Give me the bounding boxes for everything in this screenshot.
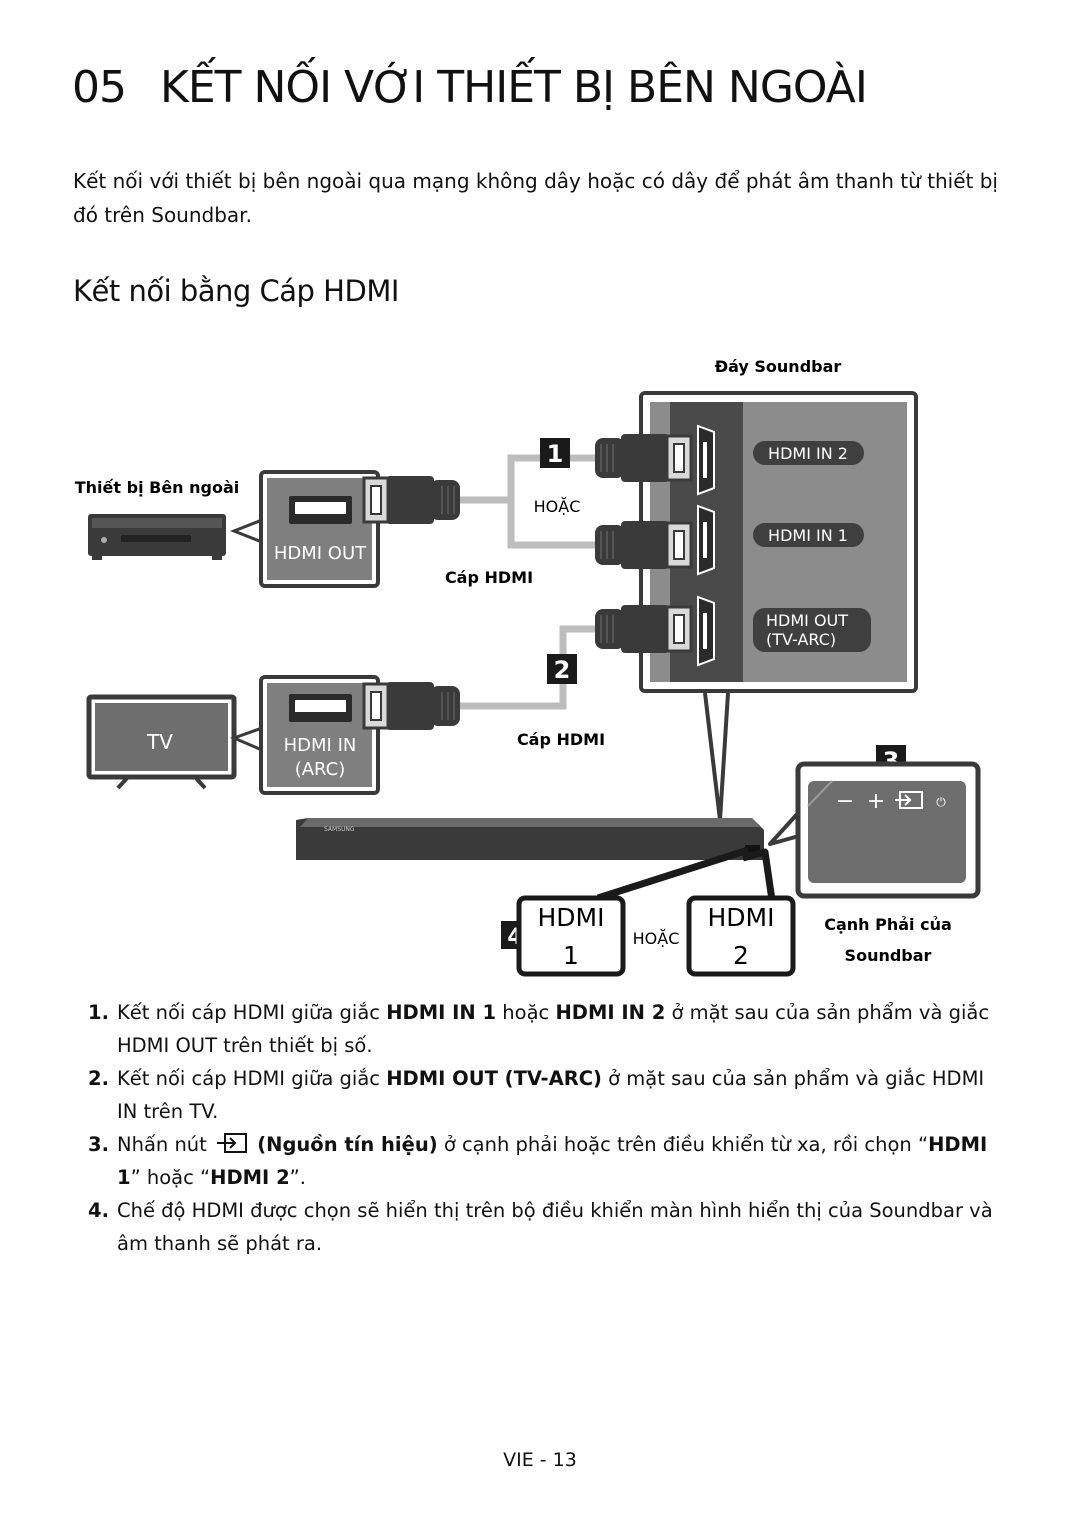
display-hdmi-1-label: HDMI (538, 903, 605, 932)
step-marker-2: 2 (554, 656, 571, 684)
intro-paragraph: Kết nối với thiết bị bên ngoài qua mạng … (73, 169, 998, 227)
hdmi-out-label: HDMI OUT (274, 543, 367, 564)
cable-plug-hdmi-in-2 (593, 432, 693, 484)
cable-plug-device (362, 474, 462, 526)
step-number: 4. (88, 1199, 109, 1222)
soundbar-bottom-panel: HDMI IN 2 HDMI IN 1 HDMI OUT (TV-ARC) (639, 391, 918, 693)
step-number: 3. (88, 1133, 109, 1156)
hdmi-in-1-jack (697, 505, 715, 575)
display-hdmi-2-label: HDMI (708, 903, 775, 932)
soundbar-device: SAMSUNG (296, 818, 764, 860)
hdmi-in-arc-callout: HDMI IN (ARC) (229, 675, 380, 795)
volume-up-button[interactable]: + (867, 789, 885, 814)
hdmi-cable-label-1: Cáp HDMI (445, 568, 533, 587)
power-button[interactable]: ⏻ (936, 795, 946, 809)
step-bold-text: (Nguồn tín hiệu) (257, 1133, 438, 1156)
step-bold-text: HDMI 1 (117, 1133, 988, 1189)
display-pointer (596, 846, 776, 902)
step-text: ”. (289, 1166, 306, 1189)
soundbar-brand: SAMSUNG (324, 826, 355, 833)
port-label-hdmi-out-line1: HDMI OUT (766, 611, 848, 630)
chapter-title: KẾT NỐI VỚI THIẾT BỊ BÊN NGOÀI (160, 62, 868, 113)
external-device (88, 514, 226, 560)
section-title: Kết nối bằng Cáp HDMI (73, 274, 399, 308)
step-text: ở mặt sau của sản phẩm và giắc HDMI OUT … (117, 1001, 990, 1057)
step-text: ” hoặc “ (130, 1166, 211, 1189)
hdmi-in-label-line2: (ARC) (295, 759, 346, 780)
display-hdmi-2-number: 2 (733, 941, 749, 970)
right-side-panel: − + ⏻ (768, 761, 981, 899)
hdmi-out-callout: HDMI OUT (229, 470, 380, 588)
hdmi-in-label-line1: HDMI IN (284, 735, 357, 756)
hdmi-connection-diagram: Đáy Soundbar HDMI IN 2 HDMI IN 1 HDMI OU… (75, 357, 981, 977)
tv-device: TV (86, 694, 237, 790)
step-item: 2. Kết nối cáp HDMI giữa giắc HDMI OUT (T… (88, 1062, 1000, 1128)
external-device-label: Thiết bị Bên ngoài (75, 478, 240, 497)
step-text: ở mặt sau của sản phẩm và giắc HDMI IN t… (117, 1067, 985, 1123)
step-item: 4. Chế độ HDMI được chọn sẽ hiển thị trên… (88, 1194, 1000, 1260)
soundbar-bottom-label: Đáy Soundbar (715, 357, 842, 376)
step-bold-text: HDMI OUT (TV-ARC) (386, 1067, 602, 1090)
cable-plug-hdmi-in-1 (593, 519, 693, 571)
step-bold-text: HDMI IN 2 (555, 1001, 666, 1024)
display-hdmi-1-number: 1 (563, 941, 579, 970)
chapter-heading: 05 KẾT NỐI VỚI THIẾT BỊ BÊN NGOÀI (72, 62, 868, 113)
source-button-icon[interactable] (895, 791, 923, 809)
step-marker-1-box (540, 438, 570, 468)
step-text: Chế độ HDMI được chọn sẽ hiển thị trên b… (117, 1199, 993, 1255)
hdmi-cable-label-2: Cáp HDMI (517, 730, 605, 749)
source-icon (217, 1133, 248, 1153)
step-bold-text: HDMI 2 (210, 1166, 290, 1189)
hdmi-in-2-jack (697, 425, 715, 495)
cable-plug-tv (362, 680, 462, 732)
step-text: Kết nối cáp HDMI giữa giắc (117, 1001, 387, 1024)
step-marker-1: 1 (547, 440, 564, 468)
step-item: 1. Kết nối cáp HDMI giữa giắc HDMI IN 1 h… (88, 996, 1000, 1062)
step-text: Nhấn nút (117, 1133, 214, 1156)
display-hdmi-1: HDMI 1 (516, 895, 626, 977)
panel-pointer (703, 692, 730, 822)
port-label-hdmi-out-line2: (TV-ARC) (766, 630, 836, 649)
right-side-label-line1: Cạnh Phải của (824, 915, 952, 934)
step-text: ở cạnh phải hoặc trên điều khiển từ xa, … (437, 1133, 929, 1156)
volume-down-button[interactable]: − (836, 789, 854, 814)
step-bold-text: HDMI IN 1 (386, 1001, 497, 1024)
chapter-number: 05 (72, 62, 127, 113)
step-item: 3. Nhấn nút (Nguồn tín hiệu) ở cạnh phải … (88, 1128, 1000, 1194)
step-text: Kết nối cáp HDMI giữa giắc (117, 1067, 387, 1090)
right-side-label-line2: Soundbar (845, 946, 932, 965)
tv-label: TV (146, 730, 173, 754)
instruction-steps: 1. Kết nối cáp HDMI giữa giắc HDMI IN 1 h… (88, 996, 1000, 1260)
step-marker-2-box (547, 654, 577, 684)
or-label-cables: HOẶC (534, 497, 581, 516)
page-number: VIE - 13 (503, 1449, 577, 1471)
step-text: hoặc (496, 1001, 556, 1024)
port-label-hdmi-in-1: HDMI IN 1 (768, 526, 848, 545)
hdmi-out-arc-jack (697, 596, 715, 666)
port-label-hdmi-in-2: HDMI IN 2 (768, 444, 848, 463)
or-label-display: HOẶC (633, 929, 680, 948)
cable-plug-hdmi-out-arc (593, 603, 693, 655)
display-hdmi-2: HDMI 2 (686, 895, 796, 977)
step-number: 1. (88, 1001, 109, 1024)
step-number: 2. (88, 1067, 109, 1090)
